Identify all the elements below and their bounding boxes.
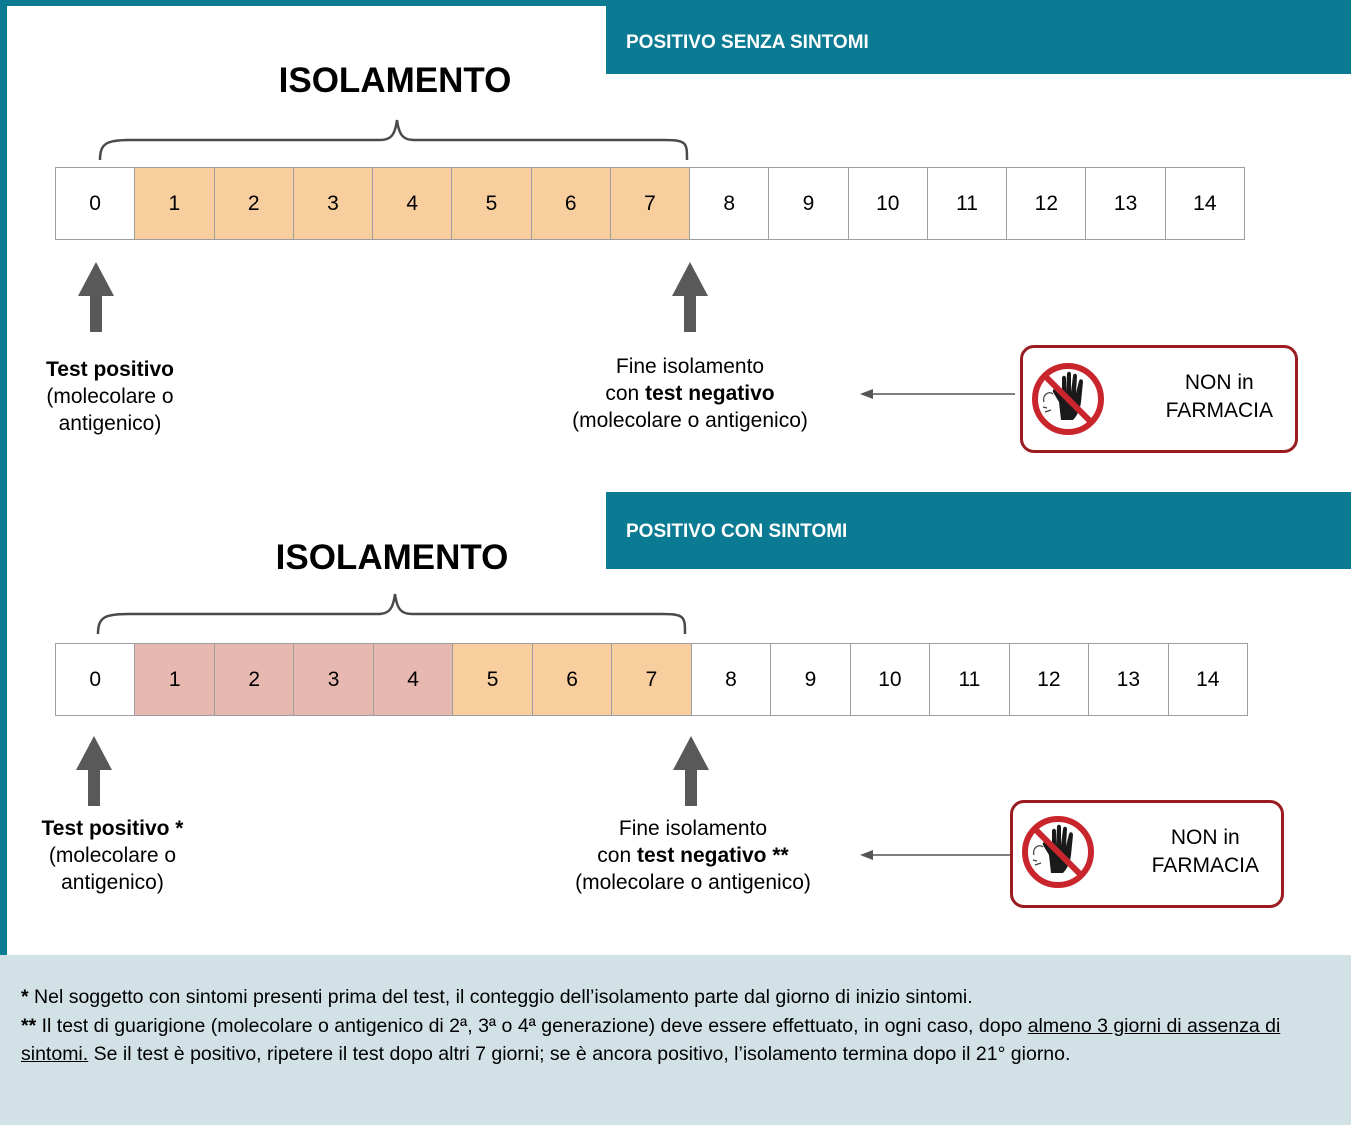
end-label-line3: (molecolare o antigenico) xyxy=(572,409,808,432)
footnote-text: Se il test è positivo, ripetere il test … xyxy=(88,1043,1071,1065)
day-cell: 2 xyxy=(213,644,294,715)
day-cell: 1 xyxy=(134,168,214,239)
day-cell: 14 xyxy=(1164,168,1244,239)
day-cell: 4 xyxy=(372,644,453,715)
stop-text-line: NON in xyxy=(1170,826,1240,849)
day-cell: 9 xyxy=(768,168,848,239)
day-cell: 8 xyxy=(690,644,771,715)
section-banner: POSITIVO CON SINTOMI xyxy=(606,492,1351,569)
day-cell: 12 xyxy=(1008,644,1089,715)
isolation-title: ISOLAMENTO xyxy=(278,61,512,100)
day-cell: 10 xyxy=(849,644,930,715)
end-label-line3: (molecolare o antigenico) xyxy=(575,871,811,894)
day-cell: 7 xyxy=(611,644,691,715)
no-pharmacy-notice: NON in FARMACIA xyxy=(1020,345,1298,453)
day-cell: 13 xyxy=(1085,168,1165,239)
start-label-line: antigenico) xyxy=(58,412,162,435)
no-pharmacy-notice: NON in FARMACIA xyxy=(1010,800,1284,908)
day-cell: 12 xyxy=(1006,168,1086,239)
end-label-line2: con test negativo xyxy=(530,380,850,407)
end-arrow-icon xyxy=(673,736,709,806)
banner-text: POSITIVO SENZA SINTOMI xyxy=(626,32,869,53)
isolation-title: ISOLAMENTO xyxy=(275,538,509,577)
section-banner: POSITIVO SENZA SINTOMI xyxy=(606,6,1351,74)
end-label-bold: test negativo xyxy=(645,382,775,405)
day-cell: 13 xyxy=(1088,644,1168,715)
end-label: Fine isolamento con test negativo (molec… xyxy=(530,353,850,434)
day-cell: 0 xyxy=(56,644,135,715)
stop-text-line: FARMACIA xyxy=(1151,854,1259,877)
end-label-prefix: con xyxy=(605,382,646,405)
footnote-marker: * xyxy=(21,986,29,1008)
day-cell: 6 xyxy=(531,644,612,715)
footnote-marker: ** xyxy=(21,1014,37,1037)
day-cell: 3 xyxy=(292,168,373,239)
day-cell: 9 xyxy=(770,644,850,715)
footnote-1: * Nel soggetto con sintomi presenti prim… xyxy=(21,983,1351,1012)
banner-text: POSITIVO CON SINTOMI xyxy=(626,521,848,542)
top-frame-border xyxy=(0,0,1351,6)
stop-text: NON in FARMACIA xyxy=(1152,824,1259,880)
end-label-prefix: con xyxy=(597,844,637,867)
day-cell: 6 xyxy=(530,168,610,239)
stop-text: NON in FARMACIA xyxy=(1166,369,1273,425)
no-entry-hand-icon xyxy=(1022,816,1094,888)
day-cell: 7 xyxy=(609,168,690,239)
day-cell: 11 xyxy=(929,644,1009,715)
day-cell: 11 xyxy=(926,168,1007,239)
stop-text-line: NON in xyxy=(1184,371,1254,394)
end-label-bold: test negativo ** xyxy=(636,844,789,867)
day-cell: 3 xyxy=(293,644,373,715)
footnote-panel: * Nel soggetto con sintomi presenti prim… xyxy=(0,955,1351,1125)
start-arrow-icon xyxy=(76,736,112,806)
day-cell: 0 xyxy=(56,168,135,239)
stop-text-line: FARMACIA xyxy=(1165,399,1273,422)
day-cell: 14 xyxy=(1167,644,1248,715)
start-label-line: (molecolare o xyxy=(48,844,177,867)
day-cell: 8 xyxy=(689,168,769,239)
day-cell: 10 xyxy=(847,168,927,239)
end-label-line1: Fine isolamento xyxy=(615,355,765,378)
isolation-brace xyxy=(96,593,687,635)
footnote-underlined: almeno 3 giorni di assenza di sintomi. xyxy=(21,1014,1281,1066)
start-label-bold: Test positivo * xyxy=(41,817,184,840)
footnote-text: Nel soggetto con sintomi presenti prima … xyxy=(28,986,973,1008)
end-label: Fine isolamento con test negativo ** (mo… xyxy=(533,815,853,896)
pointer-arrow-icon xyxy=(860,389,1015,399)
day-cell: 1 xyxy=(134,644,214,715)
pointer-arrow-icon xyxy=(860,850,1010,860)
end-label-line1: Fine isolamento xyxy=(618,817,768,840)
start-label: Test positivo (molecolare o antigenico) xyxy=(10,356,210,437)
day-cell: 2 xyxy=(213,168,293,239)
end-label-line2: con test negativo ** xyxy=(533,842,853,869)
day-cell: 5 xyxy=(452,644,532,715)
start-arrow-icon xyxy=(78,262,114,332)
start-label-bold: Test positivo xyxy=(46,358,174,381)
day-cell: 4 xyxy=(372,168,452,239)
end-arrow-icon xyxy=(672,262,708,332)
start-label-line: antigenico) xyxy=(61,871,164,894)
start-label-line: (molecolare o xyxy=(46,385,174,408)
start-label: Test positivo * (molecolare o antigenico… xyxy=(10,815,215,896)
no-entry-hand-icon xyxy=(1032,363,1104,435)
left-frame-border xyxy=(0,0,7,955)
footnote-text: Il test di guarigione (molecolare o anti… xyxy=(36,1014,1028,1037)
day-cell: 5 xyxy=(451,168,531,239)
footnote-2: ** Il test di guarigione (molecolare o a… xyxy=(21,1012,1351,1069)
isolation-brace xyxy=(98,119,689,161)
